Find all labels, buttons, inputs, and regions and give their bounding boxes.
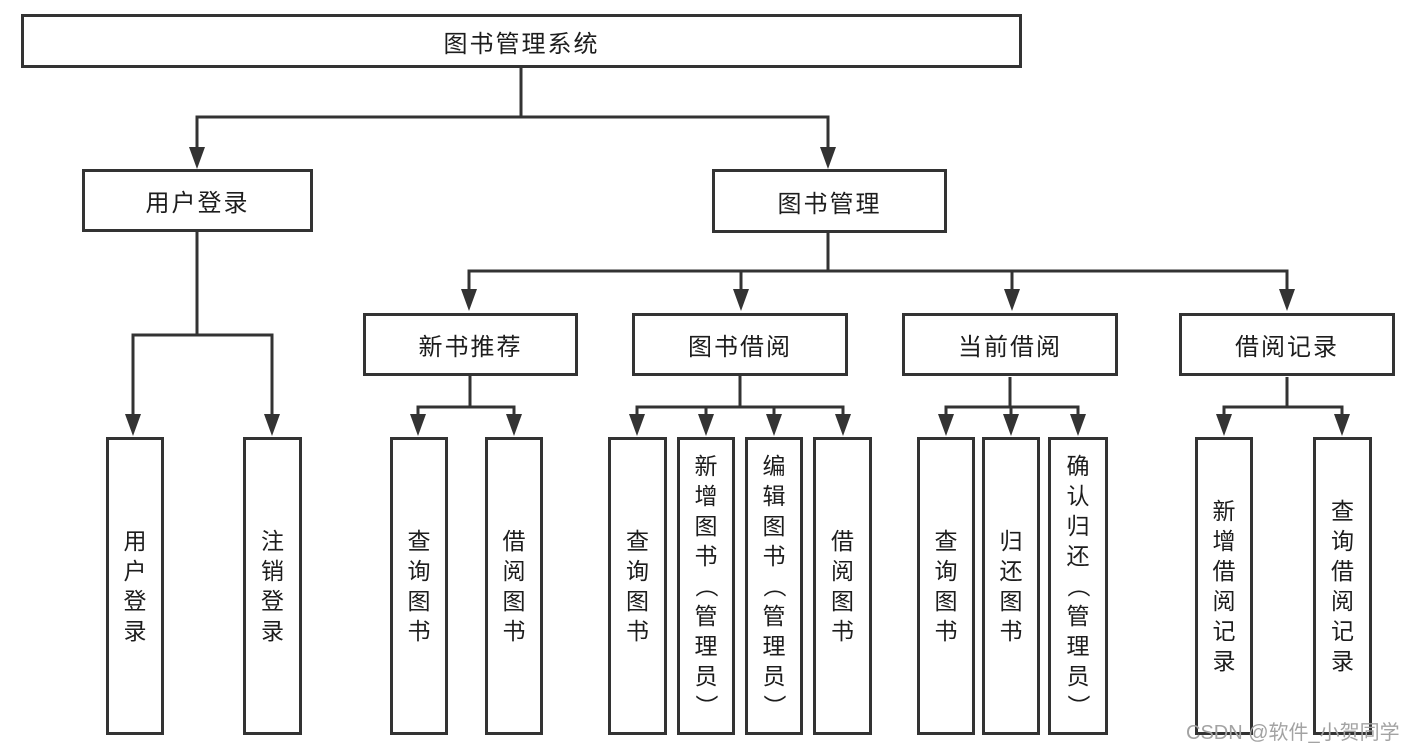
leaf-label: 用户登录 — [123, 528, 147, 644]
leaf-label: 归还图书 — [999, 528, 1023, 644]
node-book-management: 图书管理 — [712, 169, 947, 233]
leaf-label: 借阅图书 — [831, 528, 854, 644]
leaf-label: 注销登录 — [261, 528, 284, 644]
node-new-book-recommendation: 新书推荐 — [363, 313, 578, 376]
leaf-label: 查询图书 — [407, 528, 431, 644]
node-borrowing-records: 借阅记录 — [1179, 313, 1395, 376]
leaf-label: 查询借阅记录 — [1331, 498, 1354, 674]
watermark: CSDN @软件_小贺同学 — [1186, 722, 1400, 744]
node-book-borrowing: 图书借阅 — [632, 313, 848, 376]
leaf-label: 借阅图书 — [502, 528, 526, 644]
leaf-query-borrow-record: 查询借阅记录 — [1313, 437, 1372, 735]
leaf-label: 新增借阅记录 — [1212, 498, 1236, 674]
leaf-query-books-1: 查询图书 — [390, 437, 448, 735]
node-root: 图书管理系统 — [21, 14, 1022, 68]
leaf-borrow-books-1: 借阅图书 — [485, 437, 543, 735]
leaf-add-borrow-record: 新增借阅记录 — [1195, 437, 1253, 735]
leaf-query-books-2: 查询图书 — [608, 437, 667, 735]
leaf-user-login: 用户登录 — [106, 437, 164, 735]
leaf-return-book: 归还图书 — [982, 437, 1040, 735]
leaf-label: 查询图书 — [626, 528, 649, 644]
node-user-login: 用户登录 — [82, 169, 313, 232]
leaf-logout: 注销登录 — [243, 437, 302, 735]
leaf-label: 编辑图书（管理员） — [761, 453, 787, 718]
leaf-label: 确认归还（管理员） — [1065, 453, 1091, 718]
leaf-edit-book-admin: 编辑图书（管理员） — [745, 437, 803, 735]
node-current-borrowing: 当前借阅 — [902, 313, 1118, 376]
leaf-query-books-3: 查询图书 — [917, 437, 975, 735]
leaf-confirm-return-admin: 确认归还（管理员） — [1048, 437, 1108, 735]
leaf-borrow-books-2: 借阅图书 — [813, 437, 872, 735]
leaf-label: 新增图书（管理员） — [693, 453, 719, 718]
arrowheads — [125, 147, 1350, 436]
leaf-add-book-admin: 新增图书（管理员） — [677, 437, 735, 735]
leaf-label: 查询图书 — [934, 528, 958, 644]
